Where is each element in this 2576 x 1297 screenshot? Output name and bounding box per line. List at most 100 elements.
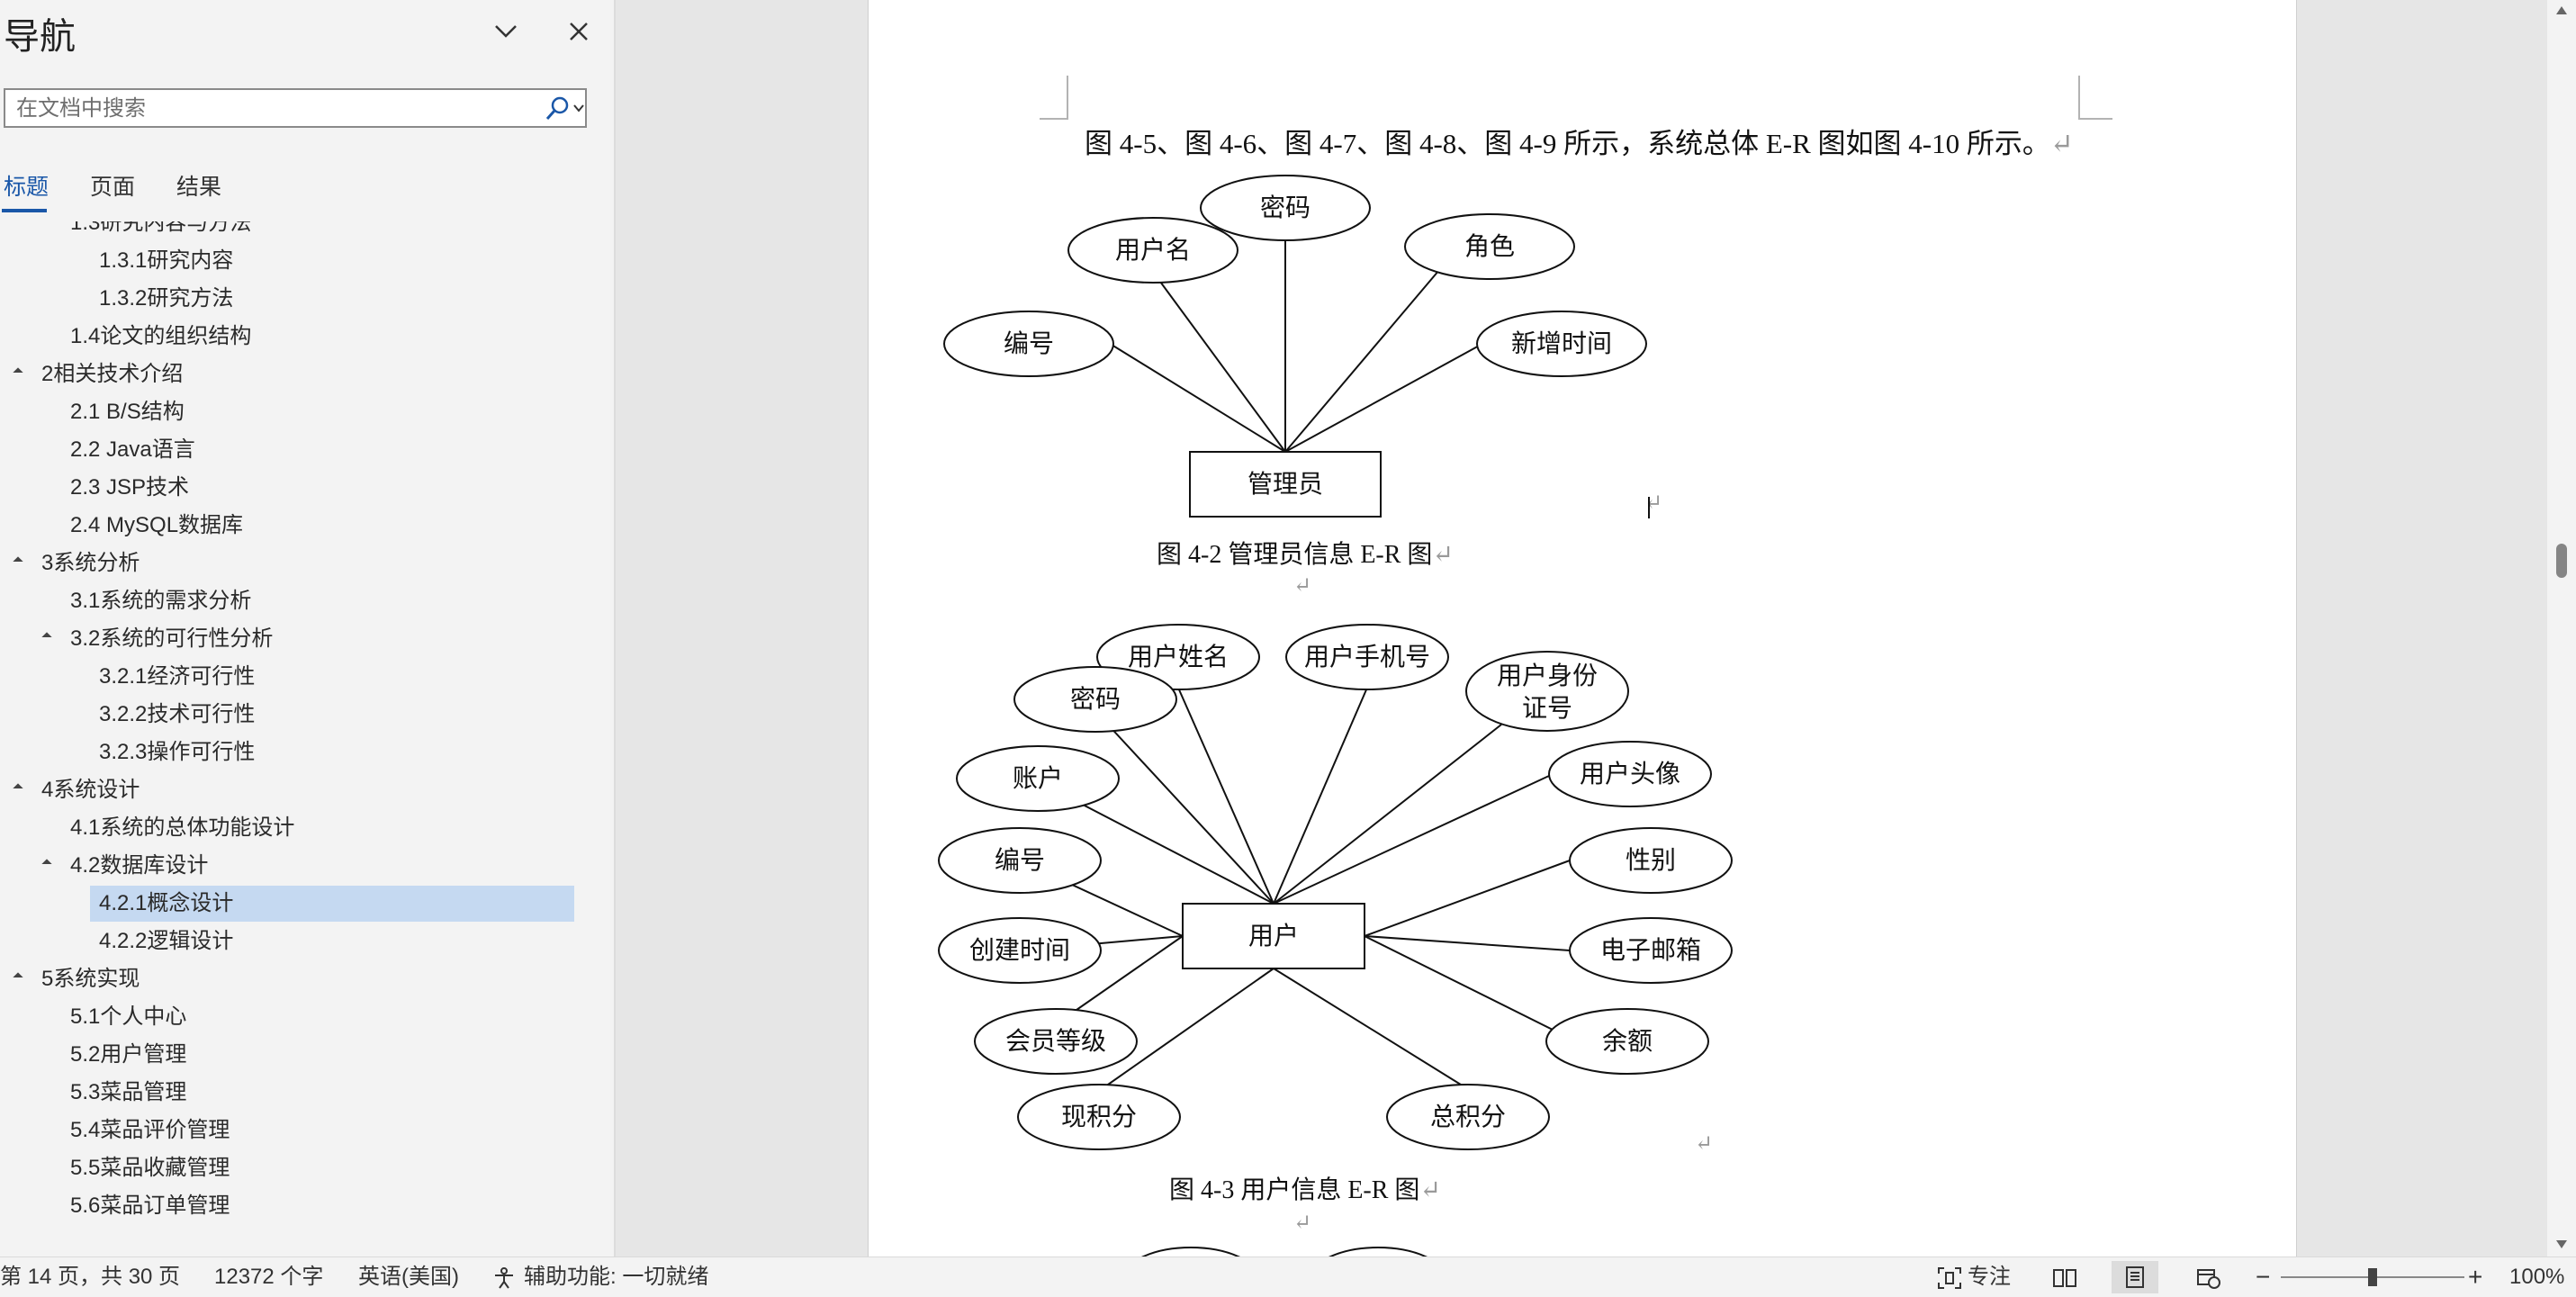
scroll-down-arrow-icon[interactable] <box>2554 1237 2569 1251</box>
outline-item[interactable]: 5系统实现 <box>41 961 140 997</box>
outline-item[interactable]: 2.1 B/S结构 <box>70 394 185 430</box>
outline-item-label: 5系统实现 <box>41 967 140 991</box>
search-box <box>4 88 587 128</box>
er-attr-avatar: 用户头像 <box>1580 760 1680 788</box>
focus-mode-label[interactable]: 专注 <box>1968 1265 2011 1289</box>
collapse-triangle-icon[interactable] <box>41 859 52 869</box>
collapse-triangle-icon[interactable] <box>41 221 52 227</box>
print-layout-icon <box>2126 1266 2144 1288</box>
collapse-triangle-icon[interactable] <box>13 556 23 567</box>
er-attr-id-card: 用户身份 <box>1497 662 1598 690</box>
vertical-scrollbar[interactable] <box>2547 0 2576 1256</box>
search-icon[interactable] <box>544 95 571 122</box>
outline-item[interactable]: 3.2.1经济可行性 <box>99 659 255 695</box>
close-icon[interactable] <box>563 16 594 47</box>
paragraph-mark: ↵ <box>1293 1211 1312 1235</box>
outline-item-label: 1.3.2研究方法 <box>99 286 234 311</box>
search-input[interactable] <box>14 94 531 124</box>
web-layout-icon[interactable] <box>2196 1266 2221 1290</box>
active-tab-indicator <box>2 209 47 212</box>
outline-item-label: 5.4菜品评价管理 <box>70 1118 230 1142</box>
tab-headings[interactable]: 标题 <box>4 175 50 200</box>
er-attr-account: 账户 <box>1013 764 1063 793</box>
zoom-slider-thumb[interactable] <box>2368 1268 2377 1286</box>
chevron-down-icon[interactable] <box>491 16 521 47</box>
outline-item[interactable]: 3.2.3操作可行性 <box>99 734 255 770</box>
tab-pages[interactable]: 页面 <box>90 175 136 200</box>
outline-item[interactable]: 2.2 Java语言 <box>70 432 195 468</box>
outline-item[interactable]: 1.3研究内容与方法 <box>70 221 251 241</box>
outline-item-label: 3.2.1经济可行性 <box>99 664 256 689</box>
er-attribute-ellipse <box>1200 175 1371 241</box>
outline-item[interactable]: 4.2数据库设计 <box>70 848 208 884</box>
outline-item[interactable]: 1.3.1研究内容 <box>99 243 233 279</box>
word-count[interactable]: 12372 个字 <box>214 1265 324 1289</box>
outline-item[interactable]: 4系统设计 <box>41 772 140 808</box>
outline-item-label: 3.2系统的可行性分析 <box>70 626 274 651</box>
outline-item[interactable]: 5.2用户管理 <box>70 1037 186 1073</box>
collapse-triangle-icon[interactable] <box>13 783 23 794</box>
read-mode-icon[interactable] <box>2052 1266 2077 1290</box>
page-count[interactable]: 第 14 页，共 30 页 <box>0 1265 181 1289</box>
figure-caption: 图 4-3 用户信息 E-R 图↵ <box>1169 1170 1441 1206</box>
outline-item[interactable]: 5.4菜品评价管理 <box>70 1112 230 1148</box>
paragraph-mark: ↵ <box>1695 1132 1714 1156</box>
outline-item[interactable]: 5.3菜品管理 <box>70 1075 186 1111</box>
outline-item[interactable]: 3.2.2技术可行性 <box>99 697 255 733</box>
outline-item[interactable]: 2相关技术介绍 <box>41 356 183 392</box>
figure-caption: 图 4-2 管理员信息 E-R 图↵ <box>1157 535 1454 571</box>
tab-results[interactable]: 结果 <box>176 175 222 200</box>
collapse-triangle-icon[interactable] <box>13 367 23 378</box>
chevron-down-icon[interactable] <box>572 102 585 114</box>
accessibility-status[interactable]: 辅助功能: 一切就绪 <box>524 1265 709 1289</box>
zoom-percentage[interactable]: 100% <box>2509 1265 2565 1289</box>
outline-item[interactable]: 3.2系统的可行性分析 <box>70 621 273 657</box>
nav-pane-title: 导航 <box>4 17 76 57</box>
outline-item[interactable]: 1.3.2研究方法 <box>99 281 233 317</box>
outline-item[interactable]: 1.4论文的组织结构 <box>70 319 251 355</box>
zoom-out-button[interactable]: − <box>2256 1263 2271 1291</box>
outline-item[interactable]: 5.5菜品收藏管理 <box>70 1150 230 1186</box>
outline-item[interactable]: 2.4 MySQL数据库 <box>70 508 243 544</box>
er-attr-real-name: 用户姓名 <box>1128 643 1229 671</box>
outline-item[interactable]: 5.6菜品订单管理 <box>70 1188 230 1224</box>
outline-item[interactable]: 3系统分析 <box>41 545 140 581</box>
outline-item[interactable]: 4.1系统的总体功能设计 <box>70 810 294 846</box>
outline-item[interactable]: 2.3 JSP技术 <box>70 470 189 506</box>
er-attr-id: 编号 <box>1004 329 1054 358</box>
outline-item[interactable]: 3.1系统的需求分析 <box>70 583 251 619</box>
er-diagrams-canvas: 密码 用户名 角色 编号 新增时间 管理员 <box>938 175 1733 1256</box>
er-attr-created-time: 创建时间 <box>969 936 1070 965</box>
document-page[interactable]: 图 4-5、图 4-6、图 4-7、图 4-8、图 4-9 所示，系统总体 E-… <box>868 0 2297 1256</box>
paragraph-mark: ↵ <box>1432 541 1454 569</box>
language-indicator[interactable]: 英语(美国) <box>358 1265 459 1289</box>
outline-item-label: 5.3菜品管理 <box>70 1080 187 1104</box>
outline-item[interactable]: 4.2.1概念设计 <box>90 886 574 922</box>
er-attr-gender: 性别 <box>1626 846 1676 875</box>
outline-item-label: 5.2用户管理 <box>70 1042 187 1067</box>
outline-item-label: 2.1 B/S结构 <box>70 400 185 424</box>
crop-mark <box>2078 118 2112 120</box>
scrollbar-thumb[interactable] <box>2556 544 2567 578</box>
er-entity-label: 管理员 <box>1247 470 1323 499</box>
zoom-in-button[interactable]: + <box>2468 1263 2483 1291</box>
paragraph-mark: ↵ <box>2049 128 2074 159</box>
intro-text: 图 4-5、图 4-6、图 4-7、图 4-8、图 4-9 所示，系统总体 E-… <box>1085 128 2050 159</box>
outline-item[interactable]: 4.2.2逻辑设计 <box>99 923 233 959</box>
outline-item-label: 1.4论文的组织结构 <box>70 324 252 348</box>
outline-item[interactable]: 5.1个人中心 <box>70 999 186 1035</box>
collapse-triangle-icon[interactable] <box>41 632 52 643</box>
collapse-triangle-icon[interactable] <box>13 972 23 983</box>
accessibility-icon[interactable] <box>491 1266 517 1290</box>
er-attr-balance: 余额 <box>1602 1027 1653 1056</box>
er-attr-member-level: 会员等级 <box>1005 1027 1106 1056</box>
print-layout-button[interactable] <box>2112 1261 2158 1293</box>
crop-mark <box>2078 76 2080 119</box>
scroll-up-arrow-icon[interactable] <box>2554 4 2569 18</box>
er-attr-created-time: 新增时间 <box>1511 329 1612 358</box>
caption-text: 图 4-3 用户信息 E-R 图 <box>1169 1176 1420 1204</box>
focus-mode-icon[interactable] <box>1937 1266 1962 1290</box>
paragraph-mark: ↵ <box>1419 1176 1441 1204</box>
er-attr-total-points: 总积分 <box>1430 1103 1506 1131</box>
